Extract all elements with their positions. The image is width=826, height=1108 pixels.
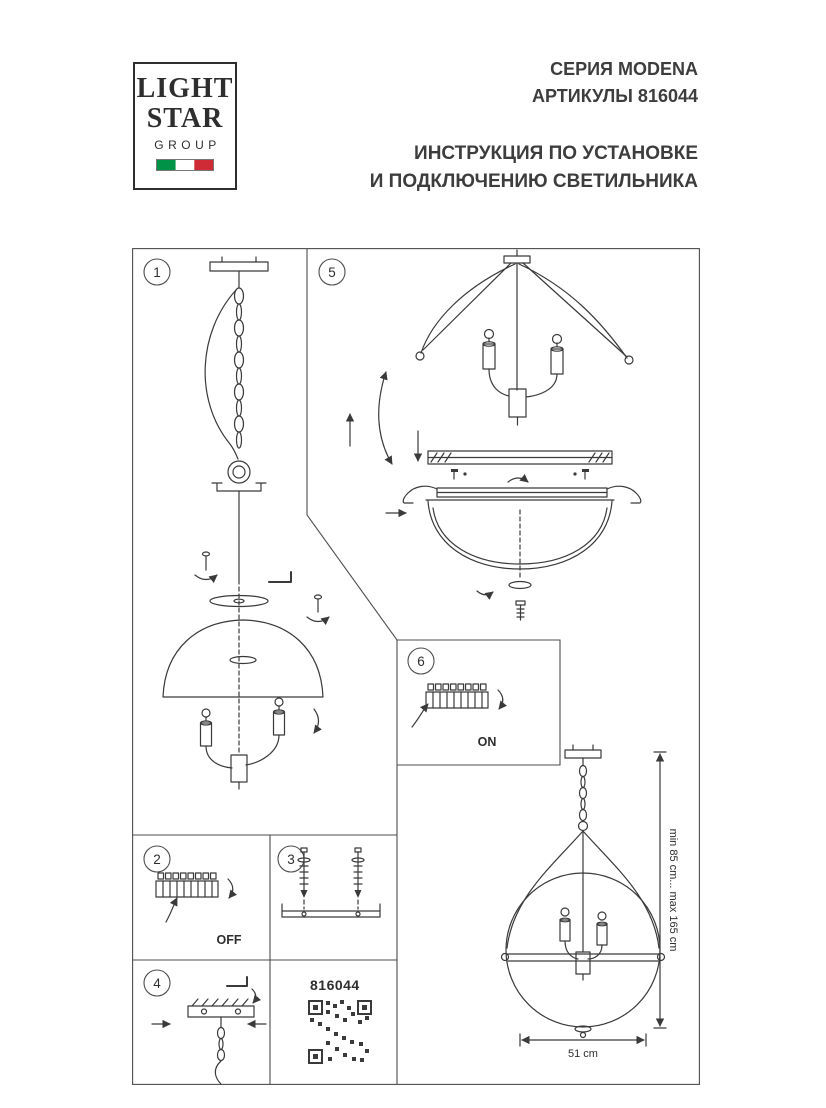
articles-line: АРТИКУЛЫ 816044 — [532, 86, 698, 106]
header-gap — [370, 110, 698, 140]
step-4-badge — [143, 969, 171, 997]
qr-code — [308, 1000, 372, 1064]
header-text-block: СЕРИЯ MODENA АРТИКУЛЫ 816044 ИНСТРУКЦИЯ … — [370, 56, 698, 196]
panel-borders — [132, 248, 700, 1085]
assembled-chandelier-illustration — [500, 744, 666, 1039]
logo-word-star: STAR — [146, 103, 224, 134]
step-6-number: 6 — [417, 654, 425, 669]
flag-border — [156, 159, 214, 171]
logo-word-group: GROUP — [154, 138, 221, 152]
off-label: OFF — [217, 933, 242, 947]
flag-green-stripe — [157, 160, 176, 170]
step-1-badge — [143, 258, 171, 286]
height-dimension-label: min 85 cm... max 165 cm — [667, 829, 679, 952]
step5-illustration — [345, 249, 642, 621]
instruction-title-line1: ИНСТРУКЦИЯ ПО УСТАНОВКЕ — [414, 143, 698, 164]
article-number-label: 816044 — [310, 977, 360, 993]
lightstar-logo: LIGHT STAR GROUP — [133, 62, 237, 190]
dimension-annotations — [519, 751, 667, 1047]
on-label: ON — [478, 735, 497, 749]
step2-illustration — [155, 872, 238, 923]
step6-illustration — [411, 683, 508, 728]
step1-illustration — [162, 256, 330, 790]
step-3-number: 3 — [287, 852, 295, 867]
step-1-number: 1 — [153, 265, 161, 280]
logo-word-light: LIGHT — [136, 73, 234, 104]
step-4-number: 4 — [153, 976, 161, 991]
diagram-area: 1 5 6 2 3 4 — [132, 248, 700, 1085]
step4-illustration — [151, 976, 267, 1085]
step-2-badge — [143, 845, 171, 873]
step-badges — [143, 258, 435, 997]
width-dimension-label: 51 cm — [568, 1048, 598, 1060]
flag-red-stripe — [194, 160, 213, 170]
flag-white-stripe — [175, 160, 195, 170]
step-6-badge — [407, 647, 435, 675]
step-5-number: 5 — [328, 265, 336, 280]
italian-flag-icon — [156, 159, 214, 171]
series-title: СЕРИЯ MODENA — [550, 59, 698, 79]
step-2-number: 2 — [153, 852, 161, 867]
qr-section: 816044 — [308, 977, 372, 1064]
step3-illustration — [281, 847, 381, 918]
step-5-badge — [318, 258, 346, 286]
instruction-title-line2: И ПОДКЛЮЧЕНИЮ СВЕТИЛЬНИКА — [369, 171, 698, 192]
